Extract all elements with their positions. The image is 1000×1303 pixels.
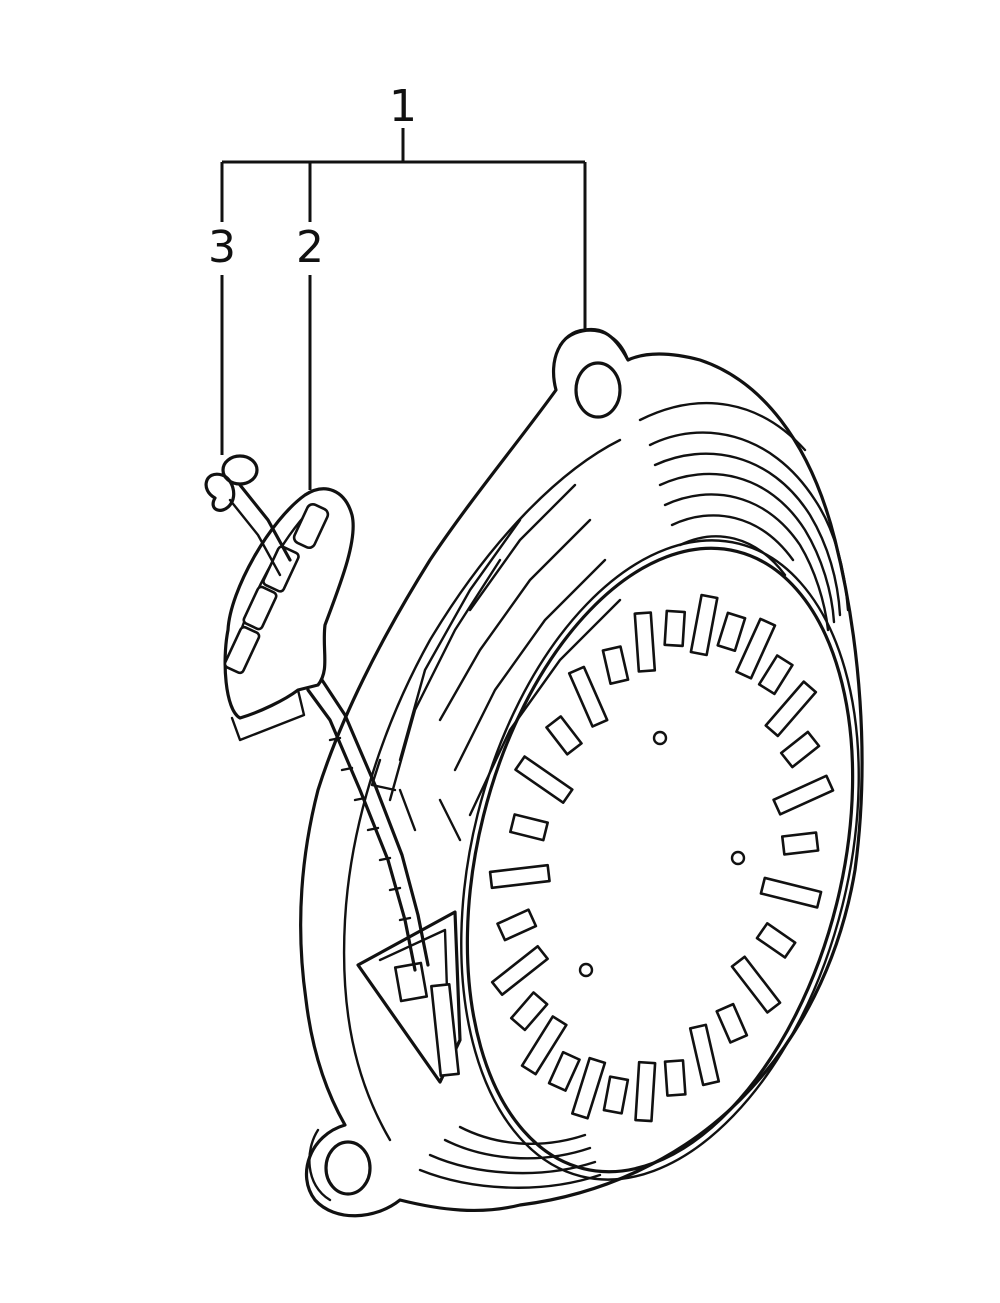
vent-slot xyxy=(488,863,551,890)
vent-slot xyxy=(520,1015,568,1076)
vent-slot xyxy=(715,1002,749,1044)
vent-slot xyxy=(490,944,549,997)
vent-slot xyxy=(547,1050,581,1092)
vent-slot xyxy=(689,593,719,657)
callout-3: 3 xyxy=(208,222,236,273)
vent-slot xyxy=(634,1060,657,1123)
face-plate xyxy=(460,539,860,1181)
vent-slot xyxy=(688,1023,721,1087)
vent-slot xyxy=(663,609,687,648)
vent-slot xyxy=(780,831,820,856)
callout-2: 2 xyxy=(296,222,324,273)
vent-slot xyxy=(567,665,609,728)
vent-slot xyxy=(509,991,549,1032)
vent-slot xyxy=(570,1056,607,1120)
leader-lines xyxy=(220,128,587,490)
vent-slot xyxy=(496,908,538,942)
callout-1: 1 xyxy=(389,81,417,132)
starter-rope xyxy=(306,678,430,972)
rope-guide xyxy=(356,910,462,1084)
vent-slot xyxy=(602,1075,630,1115)
vent-slot xyxy=(633,611,657,673)
vent-slot xyxy=(755,922,797,959)
vent-slots xyxy=(488,593,835,1123)
vent-slot xyxy=(764,680,818,738)
vent-slot xyxy=(601,645,630,685)
vent-slot xyxy=(514,755,574,804)
vent-slot xyxy=(757,654,794,696)
vent-slot xyxy=(779,730,821,769)
vent-slot xyxy=(759,876,823,909)
vent-slot xyxy=(772,774,835,816)
starter-grip xyxy=(223,487,355,742)
vent-slot xyxy=(663,1059,687,1097)
vent-slot xyxy=(545,715,583,756)
rope-knot xyxy=(204,454,292,577)
vent-slot xyxy=(716,611,747,653)
vent-slot xyxy=(509,813,549,842)
vent-slot xyxy=(735,617,777,680)
vent-slot xyxy=(730,955,782,1014)
